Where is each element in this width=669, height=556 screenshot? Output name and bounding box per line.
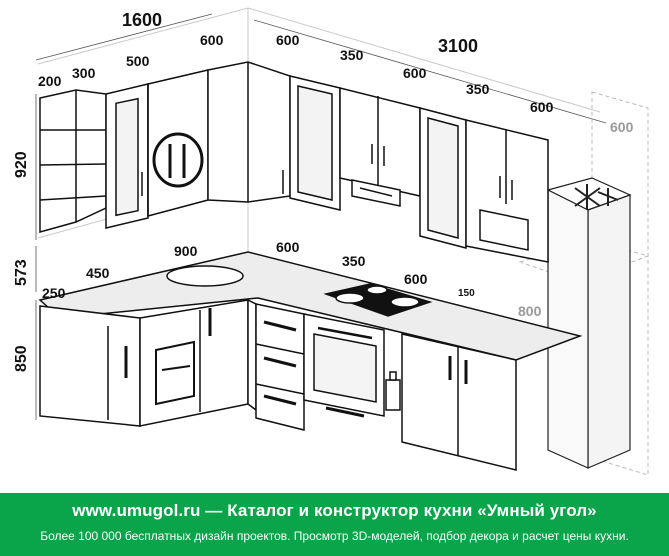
dim-600-fridge-top: 600: [610, 119, 634, 135]
drawer-unit: [255, 303, 305, 431]
dim-150: 150: [458, 288, 475, 299]
dishwasher-icon: [155, 340, 195, 406]
dimension-labels: 1600 3100 200 300 500 600 600 350 600 35…: [13, 10, 634, 372]
dim-300: 300: [72, 65, 96, 81]
dim-850: 850: [13, 345, 30, 372]
open-shelves: [39, 89, 107, 233]
dimension-guides: [35, 13, 607, 420]
upper-cabinet-microwave: [465, 119, 549, 263]
dim-900: 900: [174, 243, 198, 259]
dim-800: 800: [518, 303, 542, 319]
dim-350: 350: [340, 47, 364, 63]
dim-1600: 1600: [122, 10, 162, 30]
catalog-title: Каталог и конструктор кухни «Умный угол»: [227, 501, 597, 520]
dim-500: 500: [126, 53, 150, 69]
footer-banner: www.umugol.ru — Каталог и конструктор ку…: [0, 493, 669, 556]
kitchen-diagram: 1600 3100 200 300 500 600 600 350 600 35…: [13, 7, 650, 476]
dim-573: 573: [13, 259, 30, 286]
dim-600-counter-b: 600: [404, 271, 428, 287]
dim-250: 250: [42, 285, 66, 301]
glass-cabinet-left: [105, 83, 149, 229]
sink-icon: [166, 265, 244, 287]
glass-cabinet-right-2: [419, 107, 467, 249]
dim-350-b: 350: [466, 81, 490, 97]
dim-200: 200: [38, 73, 62, 89]
footer-title-line: www.umugol.ru — Каталог и конструктор ку…: [0, 501, 669, 521]
oven: [303, 313, 385, 418]
dim-450: 450: [86, 265, 110, 281]
dim-350-counter: 350: [342, 253, 366, 269]
title-dash: —: [205, 501, 223, 520]
fridge: [546, 177, 632, 469]
dim-3100: 3100: [438, 36, 478, 56]
footer-subtitle: Более 100 000 бесплатных дизайн проектов…: [40, 529, 629, 543]
upper-corner-cabinet: [207, 61, 291, 203]
range-hood: [351, 179, 401, 207]
cutlery-plate-icon: [152, 132, 204, 188]
dim-600-c: 600: [403, 65, 427, 81]
lower-cabinets-right: [401, 333, 517, 471]
kitchen-drawing: 1600 3100 200 300 500 600 600 350 600 35…: [13, 7, 650, 476]
lower-corner: [247, 298, 257, 412]
bottle-icon: [385, 371, 401, 411]
site-link[interactable]: www.umugol.ru: [72, 501, 201, 520]
dim-600-counter: 600: [276, 239, 300, 255]
dish-cabinet: [147, 69, 209, 217]
dim-600-b: 600: [276, 32, 300, 48]
snowflake-icon: [574, 184, 619, 210]
dim-600-a: 600: [200, 32, 224, 48]
dim-920: 920: [13, 151, 30, 178]
dim-600-d: 600: [530, 99, 554, 115]
glass-cabinet-right-1: [289, 75, 341, 211]
cooktop: [323, 283, 433, 317]
lower-cabinets-left: [39, 299, 249, 427]
